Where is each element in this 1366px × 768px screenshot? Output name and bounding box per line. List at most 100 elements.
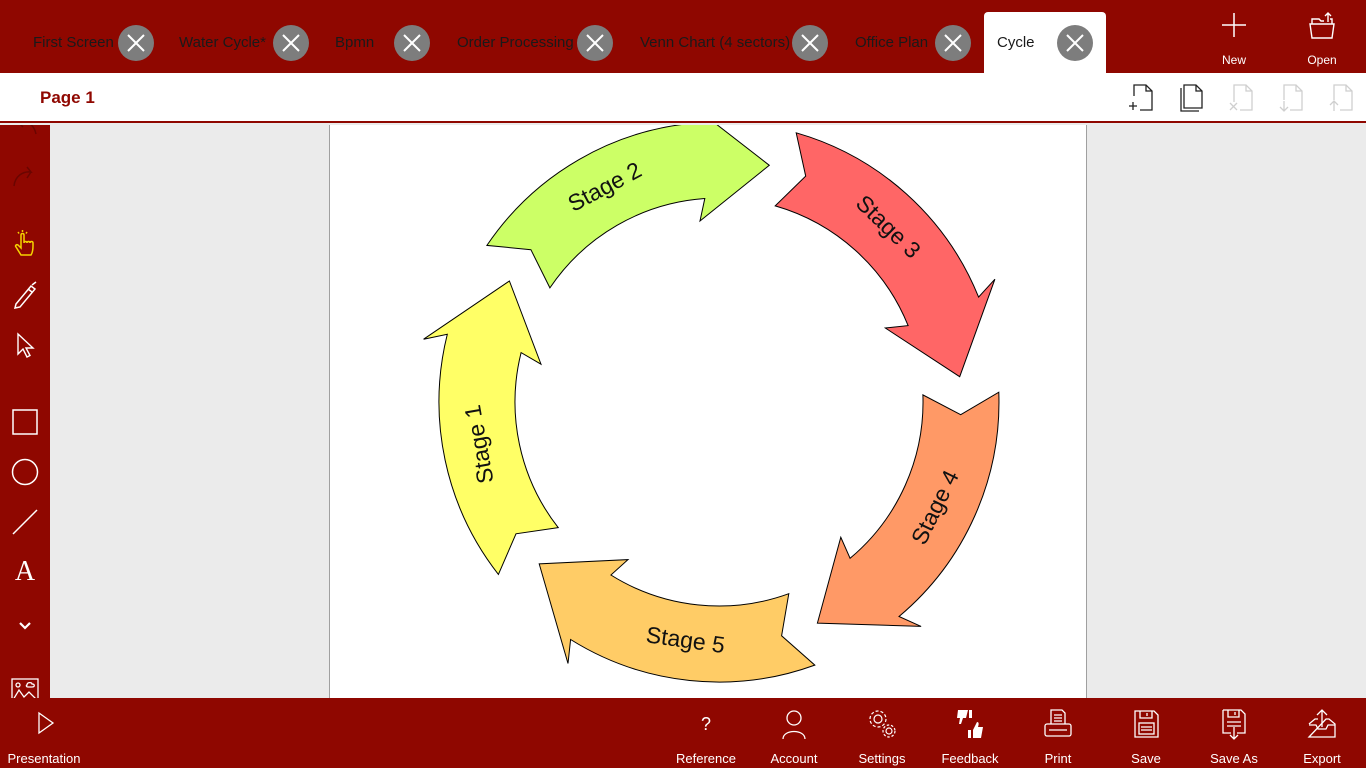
feedback-button[interactable]: Feedback [926,698,1014,768]
open-button[interactable]: Open [1278,0,1366,73]
add-page-button[interactable] [1126,82,1158,114]
hand-pointer-icon [14,230,34,256]
tab-cycle[interactable]: Cycle [984,12,1106,73]
left-toolbar: A [0,125,50,698]
undo-icon [19,125,37,135]
tab-label: Order Processing [457,34,574,51]
tab-water-cycle[interactable]: Water Cycle* [164,12,312,73]
save-as-label: Save As [1210,751,1258,766]
bottom-app-bar: Presentation ? Reference Account Setting… [0,698,1366,768]
pan-tool-button[interactable] [5,225,45,265]
new-button[interactable]: New [1190,0,1278,73]
close-icon [1066,34,1084,52]
print-button[interactable]: Print [1014,698,1102,768]
print-label: Print [1044,751,1072,766]
cycle-stage-4[interactable]: Stage 4 [816,391,1000,627]
tab-close-button[interactable] [792,25,828,61]
close-icon [944,34,962,52]
ellipse-tool-button[interactable] [5,452,45,492]
tab-label: Office Plan [855,34,929,51]
cycle-stage-5[interactable]: Stage 5 [538,559,816,683]
undo-button[interactable] [5,125,45,145]
gears-icon [869,710,896,738]
move-page-up-button[interactable] [1326,82,1358,114]
more-tools-button[interactable] [5,606,45,646]
tab-venn-chart[interactable]: Venn Chart (4 sectors) [625,12,833,73]
page-delete-icon [1229,84,1253,111]
printer-icon [1044,709,1072,737]
rectangle-icon [12,409,38,435]
chevron-down-icon [19,622,31,630]
select-tool-button[interactable] [5,325,45,365]
presentation-button[interactable]: Presentation [0,698,88,768]
stage-arrow-shape[interactable] [486,125,771,289]
stage-arrow-shape[interactable] [423,280,560,576]
close-icon [586,34,604,52]
tab-label: Bpmn [335,34,375,51]
page-duplicate-icon [1180,84,1203,112]
cycle-stage-2[interactable]: Stage 2 [486,125,771,289]
page-header: Page 1 [0,73,1366,123]
presentation-label: Presentation [7,751,81,766]
question-icon: ? [700,714,711,734]
redo-button[interactable] [5,155,45,195]
save-button[interactable]: Save [1102,698,1190,768]
tab-label: Water Cycle* [179,34,266,51]
save-as-button[interactable]: Save As [1190,698,1278,768]
export-label: Export [1303,751,1341,766]
duplicate-page-button[interactable] [1176,82,1208,114]
pen-icon [13,281,37,309]
save-label: Save [1131,751,1161,766]
stage-arrow-shape[interactable] [774,132,996,378]
arrow-cursor-icon [17,332,35,358]
tab-label: Cycle [997,34,1035,51]
image-icon [11,678,39,698]
settings-button[interactable]: Settings [838,698,926,768]
reference-button[interactable]: ? Reference [662,698,750,768]
tab-close-button[interactable] [577,25,613,61]
text-tool-button[interactable]: A [5,552,45,592]
page-title[interactable]: Page 1 [40,88,95,107]
tab-order-processing[interactable]: Order Processing [442,12,620,73]
tab-label: First Screen [33,34,114,51]
tab-close-button[interactable] [1057,25,1093,61]
image-tool-button[interactable] [5,670,45,698]
line-tool-button[interactable] [5,502,45,542]
tab-first-screen[interactable]: First Screen [18,12,158,73]
tab-office-plan[interactable]: Office Plan [840,12,980,73]
stage-arrow-shape[interactable] [538,559,816,683]
pen-tool-button[interactable] [5,275,45,315]
close-icon [403,34,421,52]
open-folder-icon [1309,12,1335,39]
tab-bar: First Screen Water Cycle* Bpmn Order Pro… [0,0,1366,73]
redo-icon [13,166,33,187]
settings-label: Settings [858,751,906,766]
tab-close-button[interactable] [394,25,430,61]
stage-arrow-shape[interactable] [816,391,1000,627]
tab-label: Venn Chart (4 sectors) [640,34,791,51]
export-button[interactable]: Export [1278,698,1366,768]
play-icon [38,711,55,735]
delete-page-button[interactable] [1226,82,1258,114]
cycle-stage-1[interactable]: Stage 1 [423,280,560,576]
tab-close-button[interactable] [273,25,309,61]
account-label: Account [770,751,818,766]
tab-close-button[interactable] [935,25,971,61]
close-icon [127,34,145,52]
floppy-icon [1134,710,1159,738]
cycle-stage-3[interactable]: Stage 3 [774,132,996,378]
account-button[interactable]: Account [750,698,838,768]
close-icon [282,34,300,52]
move-page-down-button[interactable] [1276,82,1308,114]
reference-label: Reference [676,751,736,766]
page-add-icon [1129,84,1153,111]
feedback-label: Feedback [941,751,999,766]
open-label: Open [1307,53,1337,67]
tab-close-button[interactable] [118,25,154,61]
rectangle-tool-button[interactable] [5,402,45,442]
tab-bpmn[interactable]: Bpmn [320,12,440,73]
